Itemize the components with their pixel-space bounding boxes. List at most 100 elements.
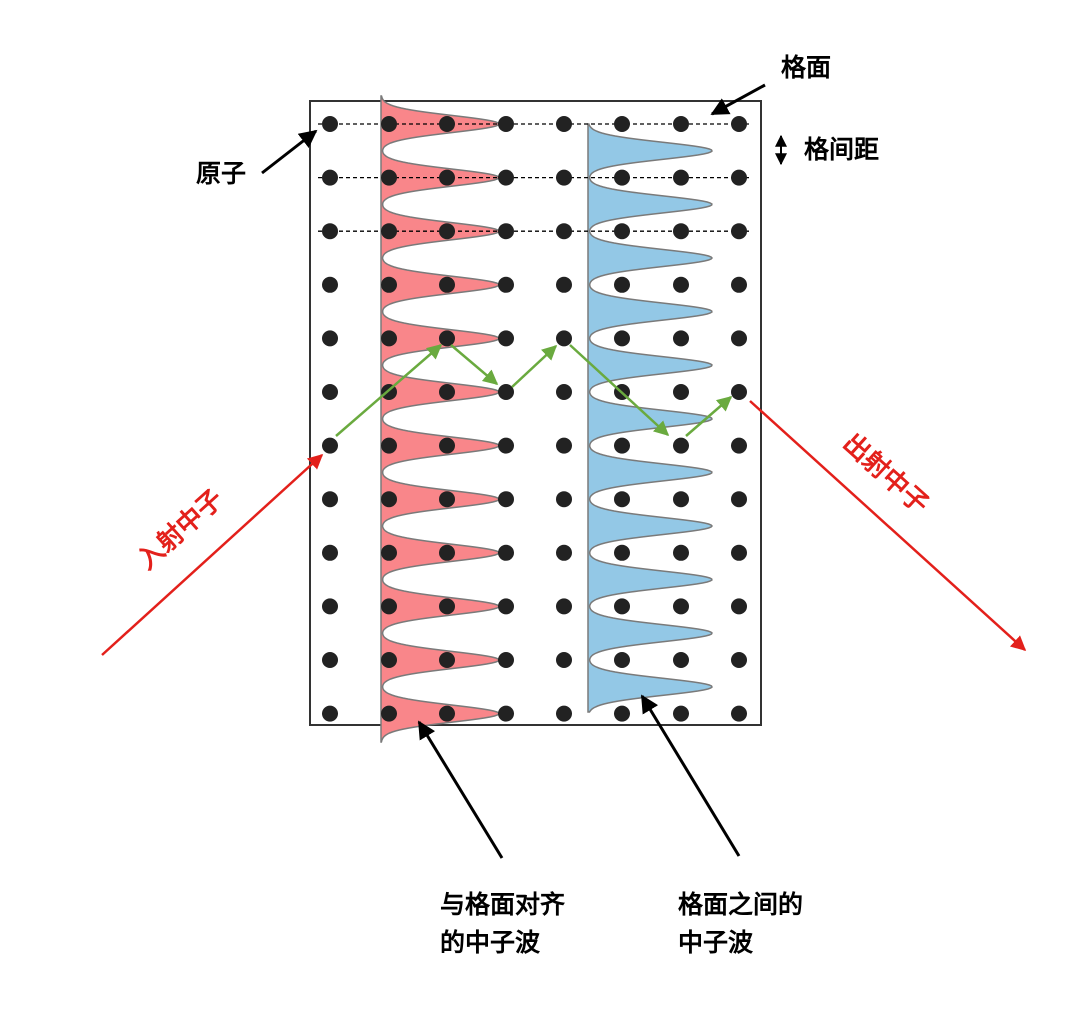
atom — [498, 276, 514, 293]
atom — [556, 223, 572, 240]
atom — [322, 330, 338, 347]
atom — [673, 598, 689, 615]
atom — [498, 598, 514, 615]
atom — [439, 116, 455, 132]
atom — [498, 437, 514, 454]
atom — [381, 491, 397, 508]
atom — [322, 437, 338, 454]
atom — [381, 276, 397, 293]
atom — [439, 705, 455, 722]
atom — [614, 652, 630, 668]
atom — [498, 169, 514, 186]
lattice-spacing-label: 格间距 — [804, 135, 880, 164]
atom — [439, 652, 455, 668]
atom — [498, 223, 514, 240]
atom — [731, 330, 747, 347]
path-segment — [450, 344, 499, 385]
atom — [673, 544, 689, 561]
atom — [381, 705, 397, 722]
atom — [439, 169, 455, 186]
atom — [498, 384, 514, 400]
atom — [322, 544, 338, 561]
atom — [731, 169, 747, 186]
atom — [381, 437, 397, 454]
atom — [439, 491, 455, 508]
atom — [381, 330, 397, 347]
atom — [381, 116, 397, 132]
crystal-frame — [309, 100, 762, 726]
atom — [731, 598, 747, 615]
incident-neutron-label: 入射中子 — [132, 484, 229, 576]
lattice-plane-pointer — [710, 83, 766, 116]
atom — [673, 276, 689, 293]
atom — [731, 223, 747, 240]
aligned-neutron-wave — [380, 95, 500, 743]
atom — [439, 384, 455, 400]
atom — [614, 437, 630, 454]
atom — [556, 705, 572, 722]
atom — [556, 276, 572, 293]
atom — [731, 437, 747, 454]
atom — [556, 116, 572, 132]
atom — [731, 652, 747, 668]
atom — [439, 276, 455, 293]
outgoing-neutron-arrow — [749, 400, 1027, 652]
aligned-wave-caption-line2: 的中子波 — [440, 928, 541, 957]
atom — [498, 491, 514, 508]
atom — [614, 223, 630, 240]
atom — [439, 598, 455, 615]
atom — [556, 491, 572, 508]
outgoing-neutron-label: 出射中子 — [837, 428, 934, 520]
atom — [556, 544, 572, 561]
atom — [498, 652, 514, 668]
atom — [731, 544, 747, 561]
atom — [322, 169, 338, 186]
aligned-wave-caption: 与格面对齐 的中子波 — [440, 886, 565, 962]
atom — [731, 384, 747, 400]
atom — [322, 384, 338, 400]
atom — [673, 169, 689, 186]
atom — [556, 169, 572, 186]
atom — [556, 598, 572, 615]
atom — [614, 169, 630, 186]
atom-label: 原子 — [196, 159, 247, 188]
path-segment — [685, 396, 733, 437]
atom — [381, 169, 397, 186]
atom — [614, 598, 630, 615]
atom — [322, 652, 338, 668]
atom — [731, 276, 747, 293]
atom — [556, 437, 572, 454]
atom — [614, 705, 630, 722]
incident-neutron-arrow — [101, 453, 324, 656]
atom — [731, 491, 747, 508]
lattice-plane-label: 格面 — [781, 53, 832, 82]
atom — [322, 276, 338, 293]
atom — [614, 544, 630, 561]
atom — [614, 116, 630, 132]
atom — [673, 384, 689, 400]
path-segment — [511, 344, 558, 388]
atom — [381, 652, 397, 668]
atom — [556, 384, 572, 400]
atom — [731, 116, 747, 132]
atom — [381, 544, 397, 561]
path-segment — [335, 344, 443, 437]
atom — [322, 491, 338, 508]
atom — [322, 116, 338, 132]
atom — [614, 276, 630, 293]
atom — [322, 705, 338, 722]
neutron-path — [335, 344, 733, 437]
atom — [498, 330, 514, 347]
path-segment — [569, 344, 670, 437]
atom — [439, 544, 455, 561]
atom — [673, 116, 689, 132]
atom — [498, 544, 514, 561]
between-wave-caption: 格面之间的 中子波 — [678, 886, 803, 962]
atom — [381, 223, 397, 240]
atom — [498, 705, 514, 722]
atom — [439, 437, 455, 454]
atom — [673, 223, 689, 240]
aligned-wave-pointer — [417, 720, 504, 859]
between-wave-caption-line1: 格面之间的 — [678, 890, 804, 919]
